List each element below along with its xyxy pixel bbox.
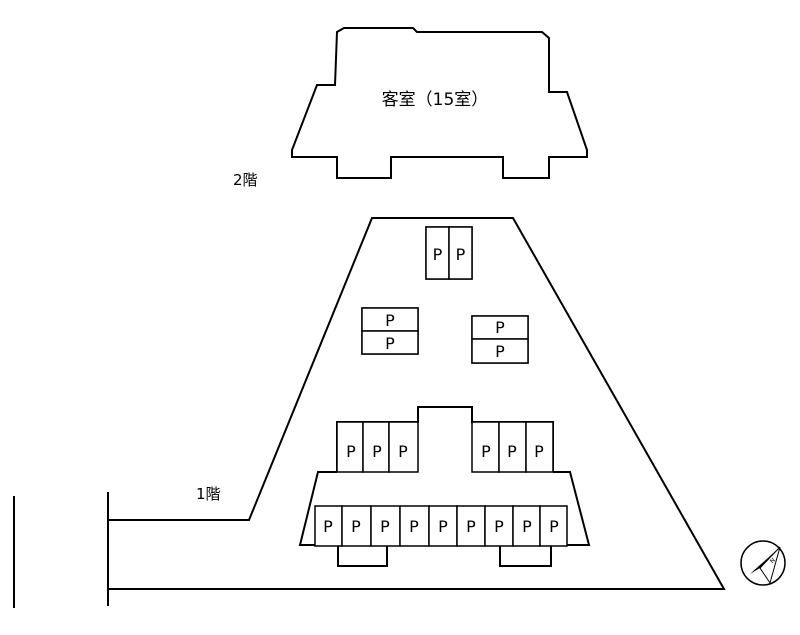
parking-label: P xyxy=(456,245,466,264)
parking-space xyxy=(336,421,364,473)
parking-row-lower: P P P P P P P P P xyxy=(314,505,568,547)
parking-space xyxy=(456,505,486,547)
parking-space xyxy=(484,505,514,547)
parking-group-left: P P xyxy=(361,307,419,355)
parking-space xyxy=(471,421,500,473)
parking-label: P xyxy=(351,517,361,536)
parking-row-upper-left: P P P xyxy=(336,421,419,473)
guest-room-label: 客室（15室） xyxy=(382,90,489,110)
parking-label: P xyxy=(466,517,476,536)
parking-space xyxy=(341,505,372,547)
parking-lot-outline xyxy=(108,217,726,590)
parking-space xyxy=(399,505,430,547)
parking-space xyxy=(362,421,390,473)
floor-1-label: 1階 xyxy=(196,485,221,503)
parking-space xyxy=(498,421,527,473)
parking-space xyxy=(314,505,343,547)
parking-label: P xyxy=(507,442,517,461)
parking-label: P xyxy=(522,517,532,536)
parking-label: P xyxy=(494,517,504,536)
compass-icon: N xyxy=(740,540,786,586)
parking-group-right: P P xyxy=(471,315,529,364)
guest-room-building-outline xyxy=(291,27,588,179)
compass-north-mark: N xyxy=(769,557,777,565)
floor-2-label: 2階 xyxy=(233,171,258,189)
parking-space xyxy=(539,505,568,547)
parking-row-upper-right: P P P xyxy=(471,421,554,473)
parking-label: P xyxy=(398,442,408,461)
parking-label: P xyxy=(346,442,356,461)
parking-space xyxy=(471,338,529,364)
parking-space xyxy=(370,505,401,547)
parking-space xyxy=(448,226,473,280)
parking-label: P xyxy=(534,442,544,461)
parking-label: P xyxy=(409,517,419,536)
parking-label: P xyxy=(385,334,395,353)
parking-label: P xyxy=(433,245,443,264)
parking-label: P xyxy=(380,517,390,536)
parking-label: P xyxy=(323,517,333,536)
parking-label: P xyxy=(481,442,491,461)
parking-label: P xyxy=(438,517,448,536)
parking-space xyxy=(525,421,554,473)
parking-label: P xyxy=(549,517,559,536)
parking-label: P xyxy=(385,311,395,330)
parking-space xyxy=(428,505,458,547)
parking-space xyxy=(361,330,419,355)
parking-group-top: P P xyxy=(425,226,473,280)
parking-space xyxy=(388,421,419,473)
parking-label: P xyxy=(495,318,505,337)
parking-label: P xyxy=(495,342,505,361)
parking-label: P xyxy=(372,442,382,461)
